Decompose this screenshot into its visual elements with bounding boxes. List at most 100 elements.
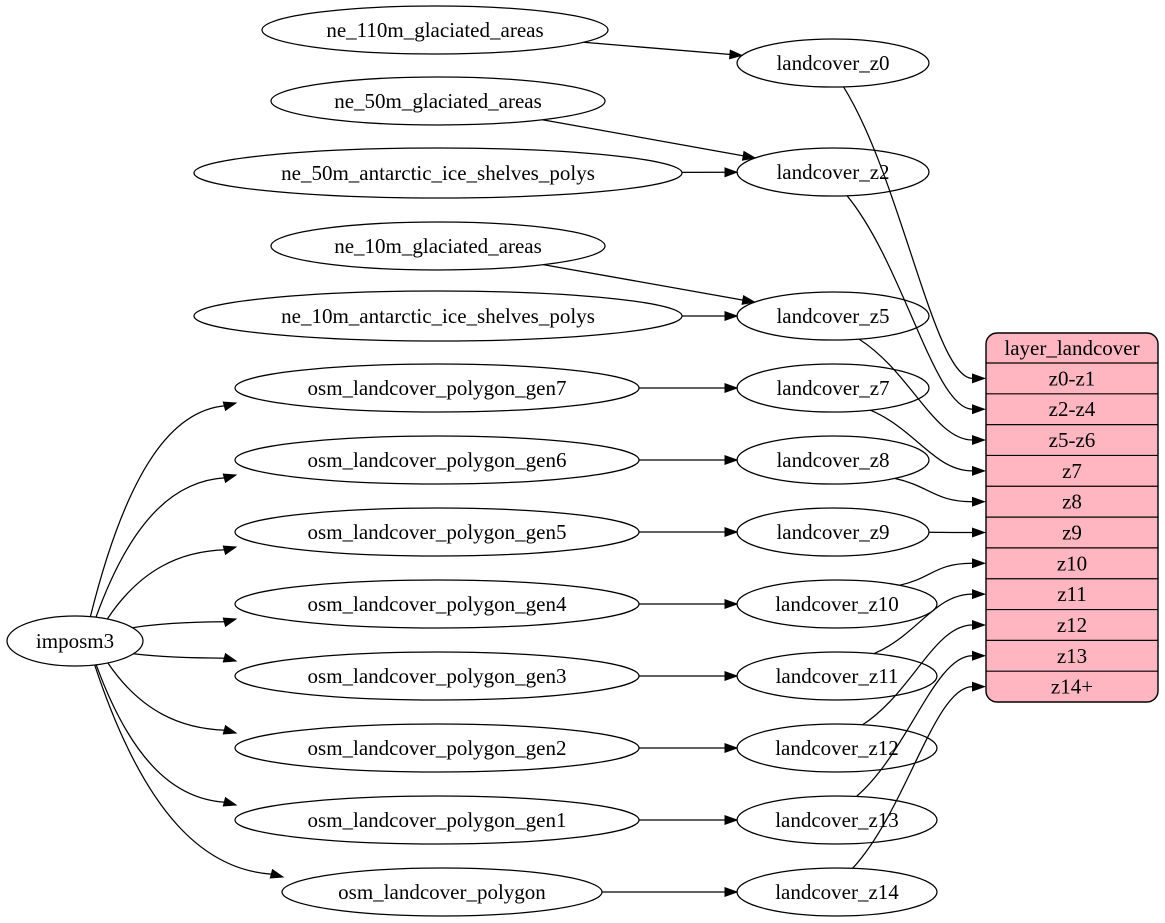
edge-path	[107, 662, 226, 731]
record-title: layer_landcover	[1004, 336, 1139, 360]
edge-imposm3-to-osm_landcover_polygon_gen4	[132, 617, 238, 629]
edge-ne_50m_antarctic_ice_shelves_polys-to-landcover_z2	[681, 167, 739, 178]
record-row-z0-z1: z0-z1	[1049, 366, 1096, 390]
node-label: osm_landcover_polygon_gen4	[308, 592, 567, 616]
node-osm_landcover_polygon_gen3: osm_landcover_polygon_gen3	[234, 651, 640, 701]
edge-landcover_z7-to-layer_landcover-z7	[869, 409, 986, 476]
edge-path	[846, 195, 973, 410]
edge-ne_10m_glaciated_areas-to-landcover_z5	[543, 263, 757, 305]
edge-osm_landcover_polygon_gen7-to-landcover_z7	[639, 382, 739, 394]
record-row-z5-z6: z5-z6	[1049, 428, 1096, 452]
edge-imposm3-to-osm_landcover_polygon_gen7	[89, 401, 238, 617]
arrowhead	[724, 814, 739, 826]
node-label: osm_landcover_polygon_gen7	[308, 376, 567, 400]
edges-layer	[89, 41, 986, 898]
edge-path	[94, 664, 273, 875]
edge-path	[133, 653, 226, 659]
edge-path	[95, 664, 226, 803]
record-node-layer_landcover: layer_landcoverz0-z1z2-z4z5-z6z7z8z9z10z…	[985, 332, 1159, 703]
record-row-z2-z4: z2-z4	[1049, 397, 1096, 421]
node-label: landcover_z10	[775, 592, 899, 616]
edge-imposm3-to-osm_landcover_polygon_gen6	[95, 473, 238, 618]
edge-path	[843, 86, 973, 380]
record-row-z11: z11	[1057, 582, 1087, 606]
record-row-z7: z7	[1062, 459, 1082, 483]
edge-path	[542, 119, 745, 157]
arrowhead	[972, 619, 986, 631]
node-osm_landcover_polygon_gen6: osm_landcover_polygon_gen6	[234, 435, 640, 485]
record-row-z14+: z14+	[1051, 675, 1093, 699]
node-landcover_z8: landcover_z8	[736, 435, 930, 485]
node-landcover_z11: landcover_z11	[736, 651, 938, 701]
arrowhead	[741, 150, 757, 161]
edge-path	[858, 338, 973, 441]
edge-ne_110m_glaciated_areas-to-landcover_z0	[583, 41, 744, 60]
node-ellipse	[6, 615, 144, 667]
record-row-z9: z9	[1062, 521, 1082, 545]
edge-landcover_z0-to-layer_landcover-z0-z1	[843, 86, 986, 384]
node-label: imposm3	[36, 629, 114, 653]
edge-osm_landcover_polygon_gen2-to-landcover_z12	[639, 742, 739, 754]
node-landcover_z13: landcover_z13	[736, 795, 938, 845]
node-label: osm_landcover_polygon	[338, 880, 546, 904]
edge-path	[106, 549, 226, 620]
edge-landcover_z2-to-layer_landcover-z2-z4	[846, 195, 986, 415]
node-osm_landcover_polygon: osm_landcover_polygon	[281, 867, 603, 917]
node-osm_landcover_polygon_gen1: osm_landcover_polygon_gen1	[234, 795, 640, 845]
record-row-z13: z13	[1057, 644, 1087, 668]
arrowhead	[724, 670, 739, 682]
record-row-z8: z8	[1062, 490, 1082, 514]
node-landcover_z2: landcover_z2	[736, 147, 930, 197]
arrowhead	[269, 868, 285, 879]
edge-landcover_z13-to-layer_landcover-z13	[855, 650, 986, 797]
node-ellipse	[261, 5, 609, 55]
edge-landcover_z8-to-layer_landcover-z8	[894, 477, 986, 507]
edge-path	[543, 263, 744, 301]
node-label: ne_10m_glaciated_areas	[334, 234, 542, 258]
edge-osm_landcover_polygon_gen6-to-landcover_z8	[639, 454, 739, 466]
edge-osm_landcover_polygon_gen4-to-landcover_z10	[639, 598, 739, 610]
node-landcover_z10: landcover_z10	[736, 579, 938, 629]
arrowhead	[972, 404, 986, 415]
edge-path	[89, 405, 226, 617]
node-label: osm_landcover_polygon_gen2	[308, 736, 567, 760]
arrowhead	[972, 650, 986, 661]
node-label: osm_landcover_polygon_gen3	[308, 664, 567, 688]
node-ne_110m_glaciated_areas: ne_110m_glaciated_areas	[261, 5, 609, 55]
edge-ne_50m_glaciated_areas-to-landcover_z2	[542, 119, 757, 161]
node-imposm3: imposm3	[6, 615, 144, 667]
node-label: ne_50m_glaciated_areas	[334, 89, 542, 113]
arrowhead	[724, 382, 739, 394]
edge-path	[132, 621, 226, 629]
edge-osm_landcover_polygon_gen3-to-landcover_z11	[639, 670, 739, 682]
node-landcover_z14: landcover_z14	[736, 867, 938, 917]
arrowhead	[724, 310, 739, 322]
arrowhead	[972, 465, 986, 476]
edge-osm_landcover_polygon-to-landcover_z14	[602, 886, 739, 898]
arrowhead	[724, 886, 739, 898]
node-ne_50m_glaciated_areas: ne_50m_glaciated_areas	[270, 76, 606, 126]
node-label: ne_110m_glaciated_areas	[326, 18, 543, 42]
node-osm_landcover_polygon_gen4: osm_landcover_polygon_gen4	[234, 579, 640, 629]
node-label: osm_landcover_polygon_gen1	[308, 808, 567, 832]
edge-path	[899, 562, 973, 586]
arrowhead	[222, 401, 238, 412]
node-label: ne_10m_antarctic_ice_shelves_polys	[281, 304, 595, 328]
arrowhead	[724, 598, 739, 610]
record-row-z12: z12	[1057, 613, 1087, 637]
edge-imposm3-to-osm_landcover_polygon	[94, 664, 285, 879]
node-label: osm_landcover_polygon_gen6	[308, 448, 567, 472]
node-ne_50m_antarctic_ice_shelves_polys: ne_50m_antarctic_ice_shelves_polys	[193, 147, 683, 199]
edge-path	[873, 593, 973, 655]
node-ne_10m_glaciated_areas: ne_10m_glaciated_areas	[270, 221, 606, 271]
node-landcover_z9: landcover_z9	[736, 507, 930, 557]
arrowhead	[222, 545, 238, 556]
node-label: landcover_z2	[776, 160, 889, 184]
arrowhead	[724, 167, 739, 178]
edge-path	[894, 477, 973, 503]
node-landcover_z0: landcover_z0	[736, 38, 930, 88]
node-label: landcover_z8	[776, 448, 889, 472]
node-ellipse	[736, 38, 930, 88]
node-label: landcover_z0	[776, 51, 889, 75]
